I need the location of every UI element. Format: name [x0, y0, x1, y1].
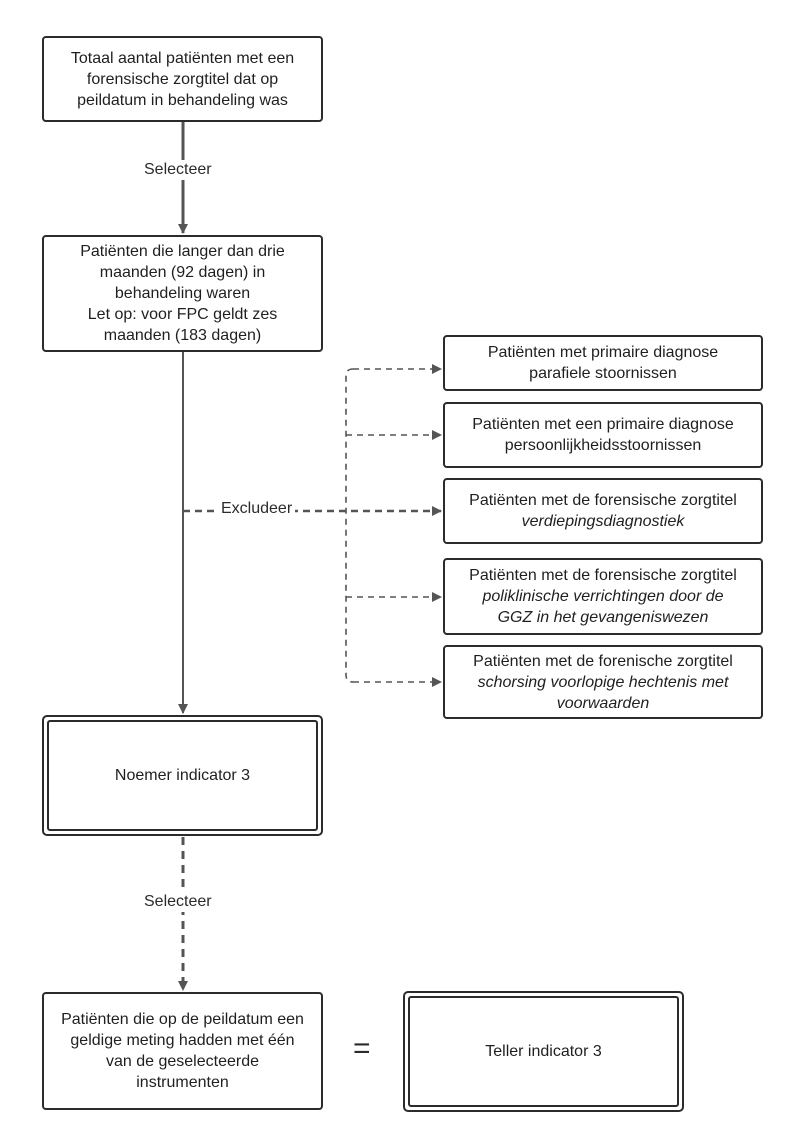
node-exclusion-line: Patiënten met de forenische zorgtitel — [473, 652, 733, 670]
node-duration-line: behandeling waren — [114, 285, 251, 302]
node-measure-line: Patiënten die op de peildatum een — [61, 1011, 304, 1028]
equals-sign: = — [353, 1032, 371, 1065]
node-exclusion-line: parafiele stoornissen — [529, 365, 677, 382]
node-exclusion-line-italic: voorwaarden — [556, 694, 650, 712]
node-exclusion-line: Patiënten met de forensische zorgtitel — [469, 492, 737, 509]
node-noemer: Noemer indicator 3 — [42, 715, 323, 836]
label-exclude: Excludeer — [218, 499, 296, 519]
node-exclusion-line-italic: verdiepingsdiagnostiek — [521, 513, 685, 530]
label-select-2: Selecteer — [141, 892, 215, 912]
node-start-line: Totaal aantal patiënten met een — [70, 49, 295, 67]
node-exclusion-persoonlijkheid: Patiënten met een primaire diagnose pers… — [443, 402, 763, 468]
exclude-branch-vertical — [345, 368, 354, 683]
node-exclusion-line: persoonlijkheidsstoornissen — [504, 437, 702, 454]
node-exclusion-parafiel: Patiënten met primaire diagnose parafiel… — [443, 335, 763, 391]
node-duration-line: Patiënten die langer dan drie — [80, 243, 285, 260]
node-measure-line: geldige meting hadden met één — [70, 1032, 295, 1049]
node-teller: Teller indicator 3 — [403, 991, 684, 1112]
node-duration-line: Let op: voor FPC geldt zes — [87, 306, 278, 323]
node-exclusion-line: Patiënten met een primaire diagnose — [472, 416, 734, 433]
node-noemer-label: Noemer indicator 3 — [114, 767, 251, 784]
node-exclusion-line: Patiënten met primaire diagnose — [487, 344, 719, 361]
node-exclusion-line: Patiënten met de forensische zorgtitel — [469, 567, 737, 584]
node-exclusion-verdieping: Patiënten met de forensische zorgtitel v… — [443, 478, 763, 544]
node-measure-line: van de geselecteerde — [106, 1053, 259, 1070]
node-start: Totaal aantal patiënten met een forensis… — [42, 36, 323, 122]
node-exclusion-line-italic: GGZ in het gevangeniswezen — [497, 609, 709, 626]
node-exclusion-line-italic: poliklinische verrichtingen door de — [482, 588, 724, 605]
node-measure-line: instrumenten — [136, 1074, 229, 1091]
node-start-line: forensische zorgtitel dat op — [86, 70, 279, 88]
node-measure: Patiënten die op de peildatum een geldig… — [42, 992, 323, 1110]
node-start-line: peildatum in behandeling was — [77, 91, 288, 109]
node-duration-line: maanden (92 dagen) in — [99, 264, 266, 281]
node-exclusion-line-italic: schorsing voorlopige hechtenis met — [477, 673, 729, 691]
node-exclusion-schorsing: Patiënten met de forenische zorgtitel sc… — [443, 645, 763, 719]
node-teller-label: Teller indicator 3 — [485, 1043, 602, 1060]
node-duration: Patiënten die langer dan drie maanden (9… — [42, 235, 323, 352]
node-exclusion-poliklinisch: Patiënten met de forensische zorgtitel p… — [443, 558, 763, 635]
label-select-1: Selecteer — [141, 160, 215, 180]
node-duration-line: maanden (183 dagen) — [103, 327, 262, 344]
